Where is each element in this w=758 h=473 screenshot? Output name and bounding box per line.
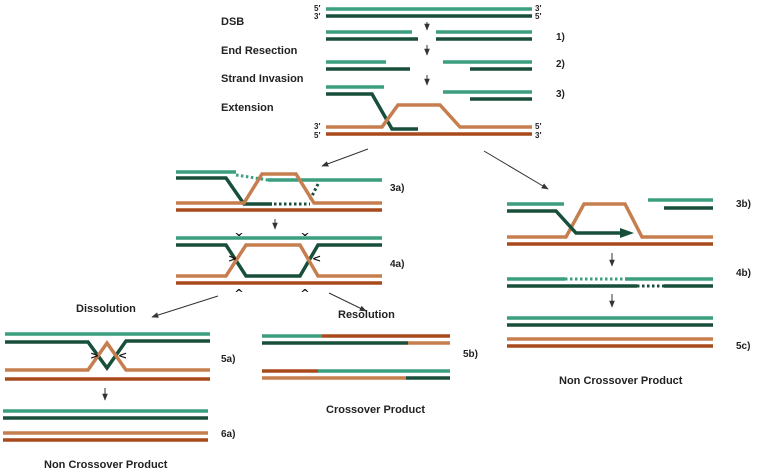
step-label-3a: 3a): [390, 183, 404, 194]
step-label-3b: 3b): [736, 199, 751, 210]
step-label-1: 1): [556, 32, 565, 43]
three-prime-end-label: 3′: [535, 4, 541, 13]
step-label-4b: 4b): [736, 268, 751, 279]
cleavage-site-marker: <: [312, 252, 321, 265]
step-label-5c: 5c): [736, 341, 750, 352]
cleavage-site-marker: ^: [234, 225, 243, 238]
cleavage-site-marker: >: [228, 252, 237, 265]
five-prime-end-label: 5′: [535, 12, 541, 21]
step-label-2: 2): [556, 59, 565, 70]
stage-label-dissolution: Dissolution: [76, 303, 136, 315]
extending-strand: [507, 209, 624, 235]
step-3a-double-holliday: [176, 170, 382, 212]
step-2-resected-ends: [326, 60, 532, 71]
extension-arrowhead: [620, 228, 634, 238]
cleavage-site-marker: ^: [300, 225, 309, 238]
orange-crossing: [176, 243, 382, 278]
stage-label-extension: Extension: [221, 102, 274, 114]
dark-green-crossing: [176, 243, 382, 278]
step-label-4a: 4a): [390, 259, 404, 270]
non-crossover-product-label-left: Non Crossover Product: [44, 459, 168, 471]
three-prime-end-label: 3′: [535, 131, 541, 140]
cleavage-site-marker: <: [118, 349, 127, 362]
step-label-6a: 6a): [221, 429, 235, 440]
invading-strand: [326, 92, 418, 131]
step-3-strand-invasion: 3′ 5′ 5′ 3′: [314, 85, 541, 140]
five-prime-end-label: 5′: [314, 4, 320, 13]
step-1-broken-duplex: [326, 30, 532, 41]
five-prime-end-label: 5′: [535, 122, 541, 131]
invading-strand: [176, 176, 272, 206]
step-label-5b: 5b): [463, 349, 478, 360]
step-4b-annealing: [507, 277, 713, 288]
cleavage-site-marker: >: [90, 349, 99, 362]
arrow-to-resolution: [328, 292, 367, 312]
stage-label-resolution: Resolution: [338, 309, 395, 321]
step-label-3: 3): [556, 89, 565, 100]
crossover-product-label: Crossover Product: [326, 404, 425, 416]
stage-label-dsb: DSB: [221, 16, 244, 28]
branch-arrow-right: [483, 150, 549, 190]
synthesis-dotted: [235, 173, 269, 182]
step-5a-dissolution: > <: [5, 332, 210, 381]
step-5b-crossover: [262, 334, 450, 380]
stage-label-strand-invasion: Strand Invasion: [221, 73, 304, 85]
cleavage-site-marker: ^: [234, 287, 243, 300]
dark-green-crossing: [5, 339, 210, 372]
stage-label-end-resection: End Resection: [221, 45, 298, 57]
five-prime-end-label: 5′: [314, 131, 320, 140]
step-5c-product: [507, 316, 713, 348]
step-label-5a: 5a): [221, 354, 235, 365]
cleavage-site-marker: ^: [300, 287, 309, 300]
branch-arrow-left: [321, 148, 369, 167]
step-3b-sdsa-extension: [507, 198, 713, 246]
homolog-strand-orange: [507, 202, 713, 239]
orange-crossing: [5, 339, 210, 372]
homolog-strand-orange: [326, 103, 532, 129]
step-1-dsb-duplex: 5′ 3′ 3′ 5′: [314, 4, 541, 21]
non-crossover-product-label-right: Non Crossover Product: [559, 375, 683, 387]
step-4a-holliday-junctions: ^ ^ ^ ^ > <: [176, 225, 382, 300]
homolog-strand-orange: [176, 172, 382, 205]
arrow-to-dissolution: [151, 295, 219, 318]
step-6a-product: [3, 409, 208, 442]
three-prime-end-label: 3′: [314, 12, 320, 21]
three-prime-end-label: 3′: [314, 122, 320, 131]
